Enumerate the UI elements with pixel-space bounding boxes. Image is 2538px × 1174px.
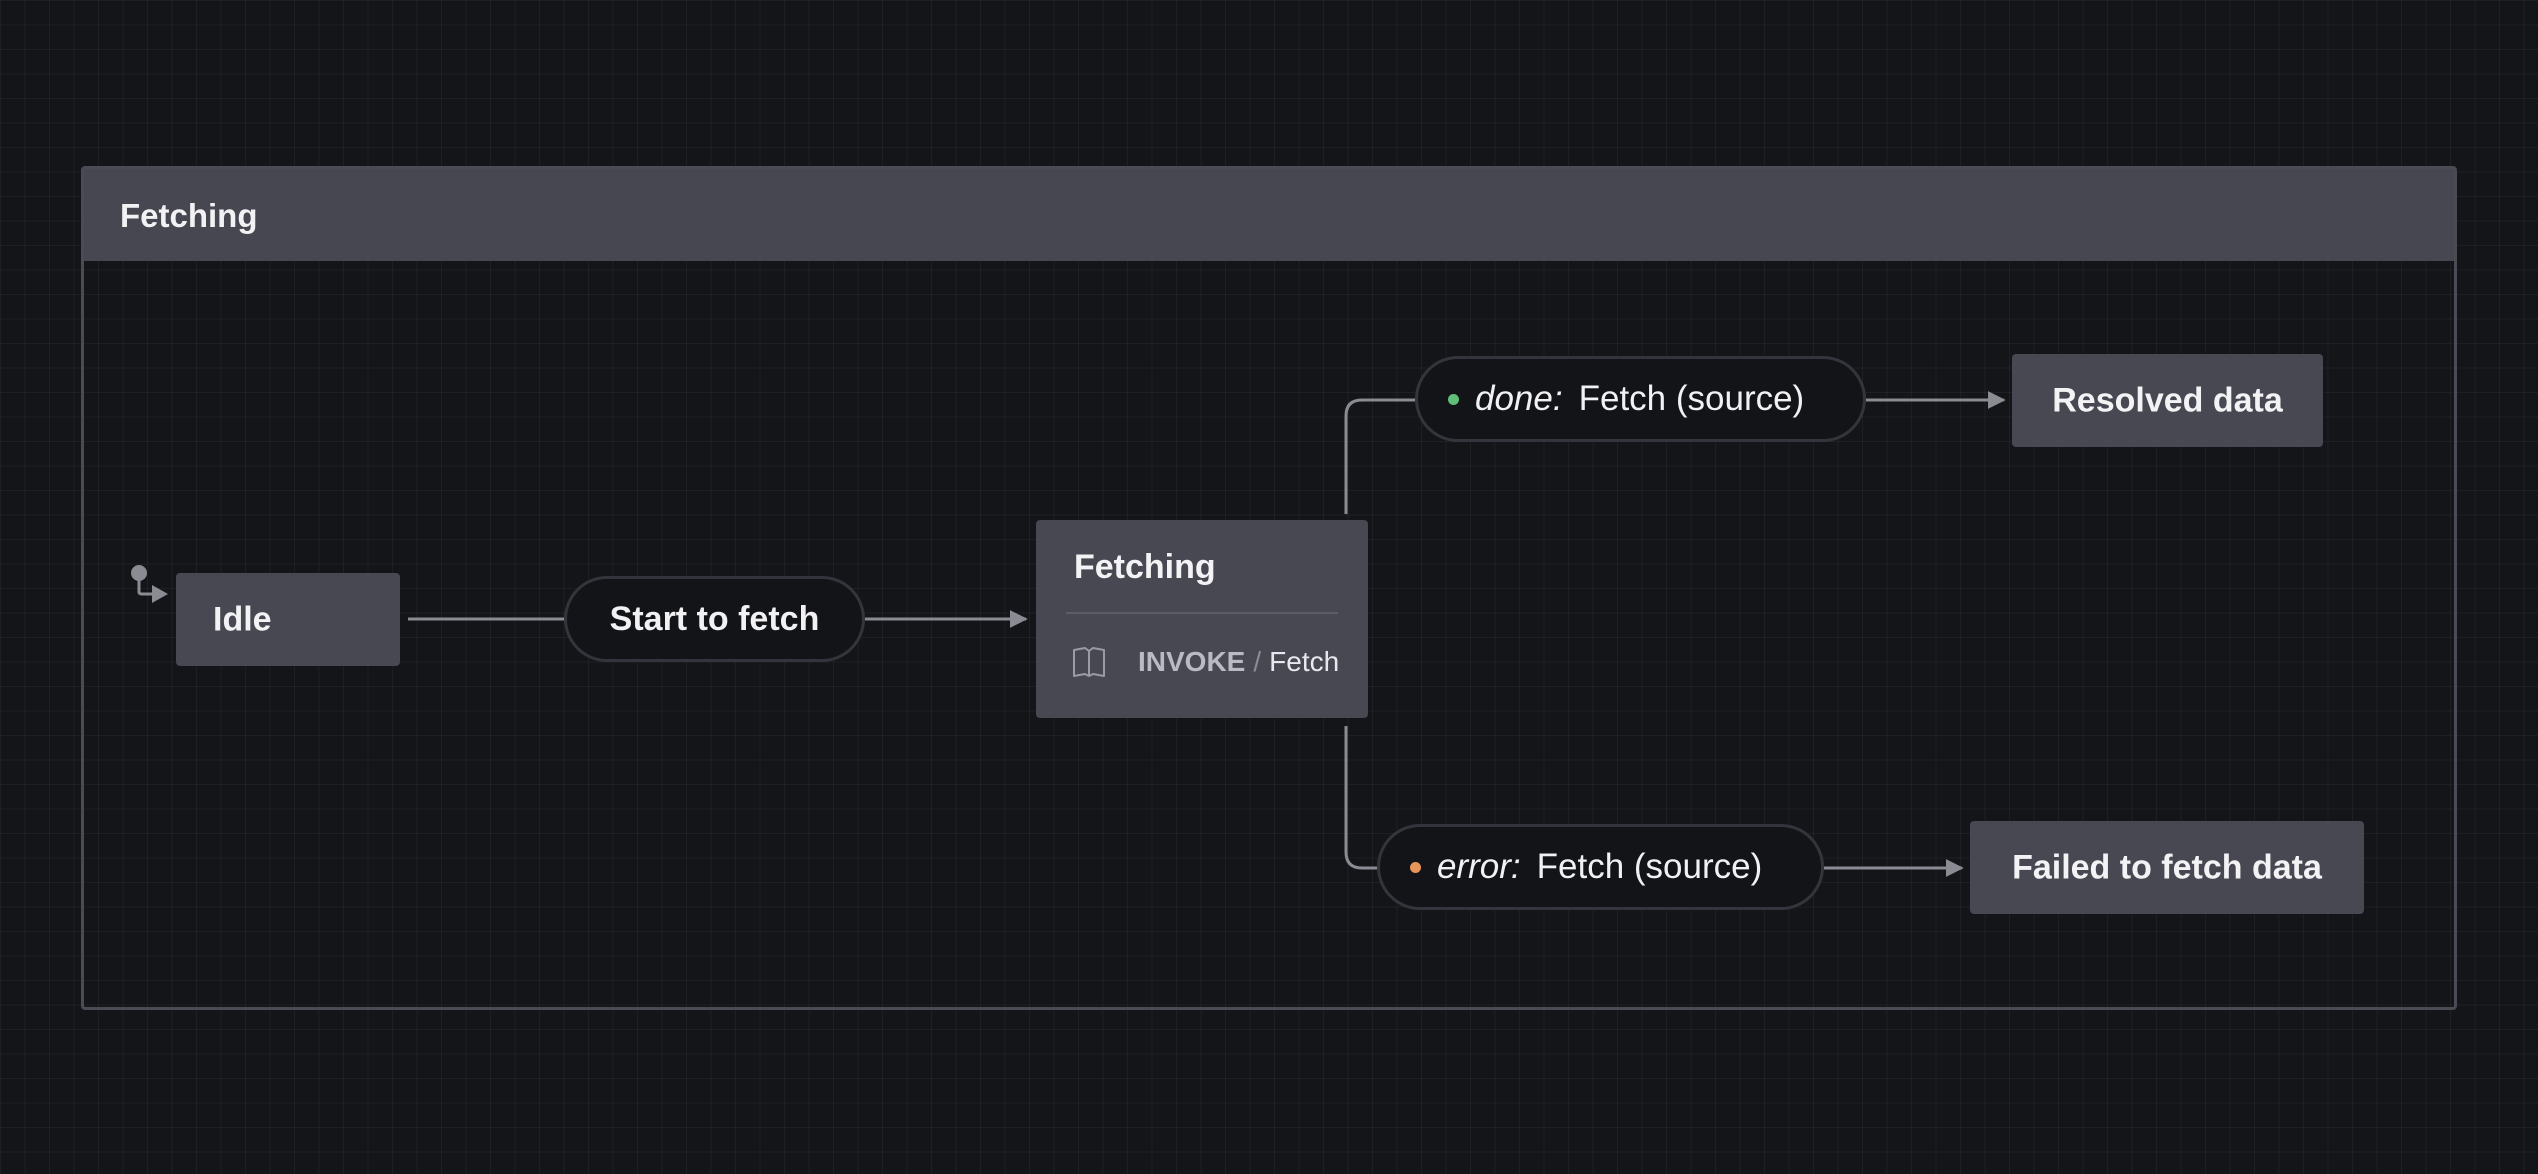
- event-error-label: Fetch (source): [1536, 847, 1763, 886]
- event-error-fetch[interactable]: error: Fetch (source): [1377, 824, 1824, 910]
- state-resolved-label: Resolved data: [2052, 381, 2283, 419]
- event-done-fetch[interactable]: done: Fetch (source): [1415, 356, 1866, 442]
- machine-header[interactable]: Fetching: [84, 169, 2454, 261]
- invoke-separator: /: [1253, 646, 1262, 677]
- edge-fetching-error: [1344, 726, 1377, 870]
- state-fetching-title: Fetching: [1074, 548, 1216, 586]
- state-fetching[interactable]: Fetching INVOKE / Fetch: [1036, 520, 1368, 718]
- book-icon: [1073, 647, 1105, 677]
- done-status-dot: [1448, 393, 1459, 405]
- state-resolved-data[interactable]: Resolved data: [2012, 354, 2323, 447]
- invoke-name: Fetch: [1269, 646, 1340, 677]
- error-status-dot: [1410, 861, 1421, 873]
- edge-fetching-done: [1344, 398, 1415, 514]
- machine-title: Fetching: [120, 197, 258, 234]
- state-failed-label: Failed to fetch data: [2012, 848, 2322, 886]
- state-idle-label: Idle: [213, 600, 272, 638]
- state-idle[interactable]: Idle: [176, 573, 400, 666]
- event-error-type: error:: [1437, 847, 1521, 886]
- event-start-label: Start to fetch: [609, 599, 820, 638]
- machine-container: Fetching: [81, 166, 2457, 1010]
- event-done-label: Fetch (source): [1578, 379, 1805, 418]
- state-divider: [1066, 612, 1338, 614]
- initial-state-arrow-icon: [131, 565, 168, 603]
- event-start-to-fetch[interactable]: Start to fetch: [564, 576, 865, 662]
- state-failed-to-fetch[interactable]: Failed to fetch data: [1970, 821, 2364, 914]
- invoke-action[interactable]: INVOKE / Fetch: [1072, 646, 1339, 678]
- event-done-type: done:: [1475, 379, 1563, 418]
- invoke-keyword: INVOKE: [1138, 646, 1246, 677]
